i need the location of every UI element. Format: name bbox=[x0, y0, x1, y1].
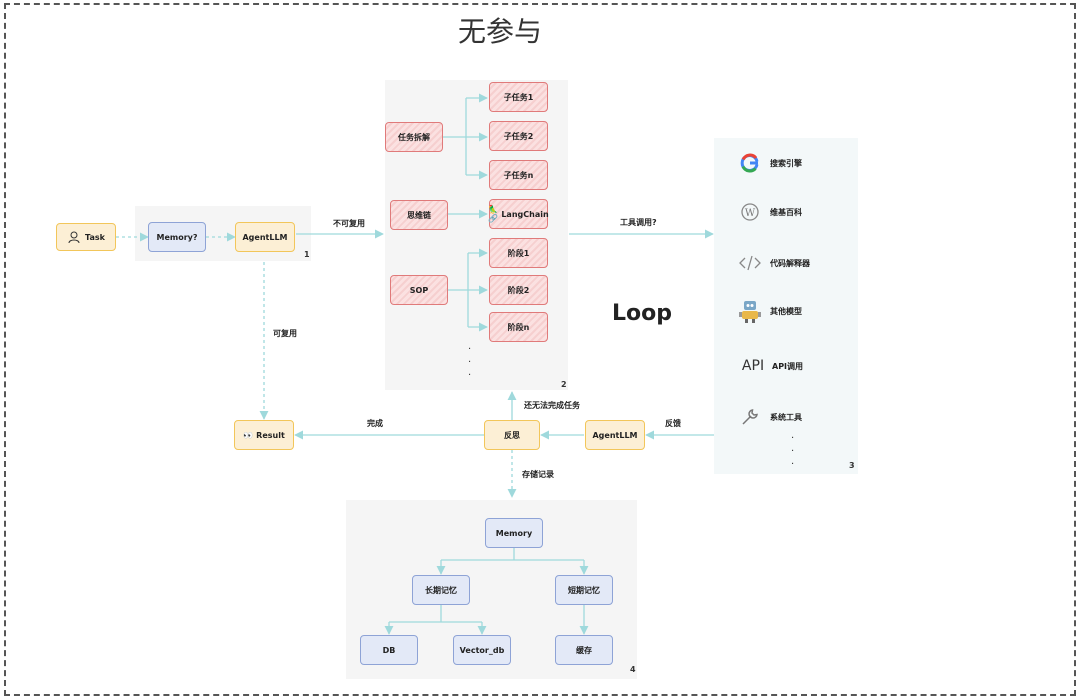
tool-system-label: 系统工具 bbox=[770, 412, 802, 422]
short-term-memory-node: 短期记忆 bbox=[555, 575, 613, 605]
subtask-1-label: 子任务1 bbox=[503, 92, 534, 102]
memory-label: Memory bbox=[495, 528, 533, 538]
reflect-label: 反思 bbox=[504, 430, 520, 440]
edge-memory-tree bbox=[441, 547, 584, 561]
stage-n-label: 阶段n bbox=[507, 322, 530, 332]
robot-icon bbox=[738, 300, 762, 323]
vector-db-node: Vector_db bbox=[453, 635, 511, 665]
stage-2-label: 阶段2 bbox=[507, 285, 530, 295]
wikipedia-icon: W bbox=[738, 201, 762, 223]
page-title: 无参与 bbox=[457, 15, 542, 48]
sop-node: SOP bbox=[390, 275, 448, 305]
task-decompose-label: 任务拆解 bbox=[398, 132, 430, 142]
stage-n-node: 阶段n bbox=[489, 312, 548, 342]
memory-node: Memory bbox=[485, 518, 543, 548]
long-term-memory-node: 长期记忆 bbox=[412, 575, 470, 605]
panel-2-ellipsis: ··· bbox=[468, 344, 472, 381]
not-reusable-label: 不可复用 bbox=[333, 219, 365, 228]
panel-number-2: 2 bbox=[561, 380, 567, 389]
tool-api-label: API调用 bbox=[772, 361, 804, 371]
reusable-label: 可复用 bbox=[273, 329, 297, 338]
subtask-2-label: 子任务2 bbox=[503, 131, 534, 141]
agentllm-node-2: AgentLLM bbox=[585, 420, 645, 450]
memory-query-node: Memory? bbox=[148, 222, 206, 252]
subtask-n-node: 子任务n bbox=[489, 160, 548, 190]
tool-other-models: 其他模型 bbox=[738, 300, 802, 323]
panel-number-4: 4 bbox=[630, 665, 636, 674]
vector-db-label: Vector_db bbox=[459, 645, 505, 655]
tool-api-call: API API调用 bbox=[738, 355, 803, 377]
panel-3-tools bbox=[714, 138, 858, 474]
chain-of-thought-node: 思维链 bbox=[390, 200, 448, 230]
tool-code-interpreter: 代码解释器 bbox=[738, 252, 810, 274]
google-icon bbox=[738, 152, 762, 174]
person-icon bbox=[68, 231, 80, 244]
agentllm-1-label: AgentLLM bbox=[242, 232, 288, 242]
parrot-chain-icon: 🦜🔗 bbox=[488, 205, 499, 223]
result-label: Result bbox=[256, 430, 285, 440]
store-label: 存储记录 bbox=[522, 470, 554, 479]
stage-1-node: 阶段1 bbox=[489, 238, 548, 268]
subtask-1-node: 子任务1 bbox=[489, 82, 548, 112]
tool-call-label: 工具调用? bbox=[620, 218, 657, 227]
code-icon bbox=[738, 252, 762, 274]
subtask-2-node: 子任务2 bbox=[489, 121, 548, 151]
svg-text:W: W bbox=[745, 208, 756, 219]
task-label: Task bbox=[85, 232, 105, 242]
api-icon: API bbox=[741, 358, 765, 374]
long-term-label: 长期记忆 bbox=[425, 585, 457, 595]
loop-label: Loop bbox=[612, 301, 672, 326]
cache-node: 缓存 bbox=[555, 635, 613, 665]
langchain-node: 🦜🔗 LangChain bbox=[488, 199, 549, 229]
agentllm-node-1: AgentLLM bbox=[235, 222, 295, 252]
db-label: DB bbox=[382, 645, 396, 655]
tool-search-engine: 搜索引擎 bbox=[738, 152, 802, 174]
result-node: 👀 Result bbox=[234, 420, 294, 450]
reflect-node: 反思 bbox=[484, 420, 540, 450]
panel-number-1: 1 bbox=[304, 250, 310, 259]
sop-label: SOP bbox=[409, 285, 429, 295]
task-decompose-node: 任务拆解 bbox=[385, 122, 443, 152]
stage-1-label: 阶段1 bbox=[507, 248, 530, 258]
done-label: 完成 bbox=[367, 419, 383, 428]
subtask-n-label: 子任务n bbox=[503, 170, 534, 180]
chain-of-thought-label: 思维链 bbox=[407, 210, 431, 220]
memory-query-label: Memory? bbox=[156, 232, 198, 242]
stage-2-node: 阶段2 bbox=[489, 275, 548, 305]
wrench-icon bbox=[738, 406, 762, 428]
task-node: Task bbox=[56, 223, 116, 251]
cache-label: 缓存 bbox=[576, 645, 592, 655]
edge-decompose-tree bbox=[443, 98, 467, 175]
tool-wikipedia: W 维基百科 bbox=[738, 201, 802, 223]
face-icon: 👀 bbox=[243, 430, 254, 440]
edge-sop-tree bbox=[448, 253, 469, 327]
tool-code-label: 代码解释器 bbox=[770, 258, 810, 268]
langchain-label: LangChain bbox=[501, 209, 549, 219]
tool-system-tools: 系统工具 bbox=[738, 406, 802, 428]
tool-search-label: 搜索引擎 bbox=[770, 158, 802, 168]
db-node: DB bbox=[360, 635, 418, 665]
unfinished-label: 还无法完成任务 bbox=[524, 401, 580, 410]
feedback-label: 反馈 bbox=[665, 419, 681, 428]
tool-other-models-label: 其他模型 bbox=[770, 306, 802, 316]
panel-number-3: 3 bbox=[849, 461, 855, 470]
edge-longterm-tree bbox=[389, 604, 482, 623]
tool-wikipedia-label: 维基百科 bbox=[770, 207, 802, 217]
outer-frame bbox=[4, 3, 1076, 696]
agentllm-2-label: AgentLLM bbox=[592, 430, 638, 440]
panel-3-ellipsis: ··· bbox=[791, 433, 795, 470]
short-term-label: 短期记忆 bbox=[568, 585, 600, 595]
